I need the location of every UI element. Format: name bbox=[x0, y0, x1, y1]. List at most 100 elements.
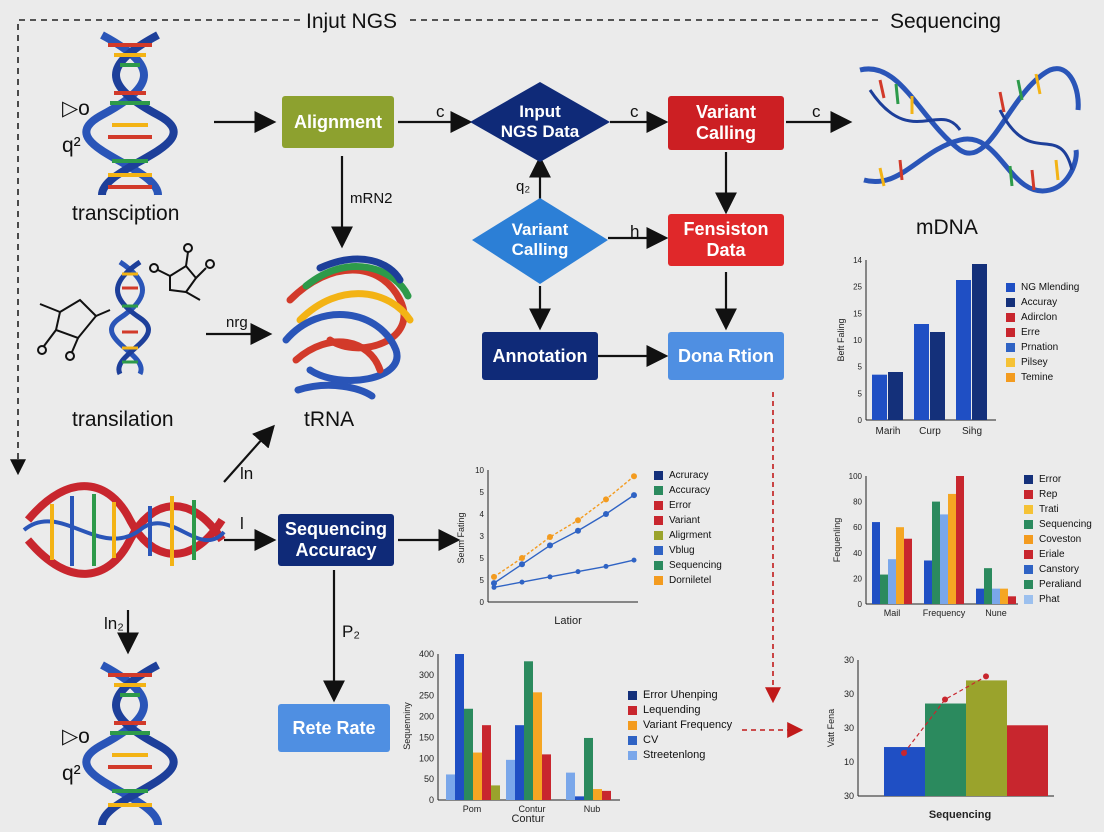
legend-label: Canstory bbox=[1039, 564, 1080, 575]
bar bbox=[976, 588, 984, 604]
x-tick-label: Frequency bbox=[923, 608, 966, 618]
legend-swatch bbox=[1024, 475, 1033, 484]
data-point bbox=[575, 527, 581, 534]
bottom-helix-symbol-2: q² bbox=[62, 762, 81, 785]
bar bbox=[992, 588, 1000, 604]
data-point bbox=[942, 696, 948, 703]
data-point bbox=[547, 542, 553, 549]
y-axis-label: Seum Fating bbox=[456, 512, 466, 563]
annotation-box[interactable]: Annotation bbox=[482, 332, 598, 380]
molecule-structure bbox=[37, 243, 215, 361]
bar bbox=[948, 493, 956, 604]
legend-item: Rep bbox=[1024, 487, 1092, 502]
legend-label: Sequencing bbox=[1039, 519, 1092, 530]
bar bbox=[956, 280, 971, 420]
y-axis-label: Beft Faling bbox=[836, 318, 846, 361]
legend-label: Error Uhenping bbox=[643, 689, 718, 701]
y-tick-label: 3 bbox=[480, 532, 485, 541]
legend-label: Prnation bbox=[1021, 342, 1059, 353]
x-tick-label: Marih bbox=[875, 426, 900, 437]
mdna-caption: mDNA bbox=[916, 216, 978, 239]
bar bbox=[1008, 596, 1016, 604]
data-point bbox=[575, 569, 581, 575]
legend-item: Acruracy bbox=[654, 468, 722, 483]
header-left: Injut NGS bbox=[300, 10, 404, 34]
legend-label: Phat bbox=[1039, 594, 1060, 605]
y-tick-label: 100 bbox=[419, 753, 434, 763]
legend-swatch bbox=[654, 516, 663, 525]
x-tick-label: Sihg bbox=[962, 426, 982, 437]
bar bbox=[533, 692, 542, 800]
dna-helix-bottom bbox=[82, 661, 178, 826]
bar bbox=[956, 476, 964, 604]
data-point bbox=[575, 517, 581, 524]
top-helix-caption: transciption bbox=[72, 202, 180, 225]
legend-swatch bbox=[1006, 373, 1015, 382]
legend-item: Streetenlong bbox=[628, 748, 732, 763]
arrow-label-ln: ln bbox=[240, 464, 254, 483]
y-tick-label: 300 bbox=[419, 670, 434, 680]
legend-label: Vblug bbox=[669, 545, 695, 556]
bar bbox=[464, 708, 473, 800]
arrow-label-c1: c bbox=[436, 102, 445, 121]
bar bbox=[888, 559, 896, 604]
bar bbox=[491, 785, 500, 800]
top-helix-symbol-2: q² bbox=[62, 134, 81, 157]
legend-swatch bbox=[654, 576, 663, 585]
legend-item: Variant bbox=[654, 513, 722, 528]
y-tick-label: 10 bbox=[853, 336, 862, 345]
legend-swatch bbox=[654, 531, 663, 540]
legend-item: Temine bbox=[1006, 370, 1079, 385]
legend-swatch bbox=[654, 546, 663, 555]
series-line bbox=[493, 494, 635, 584]
bar bbox=[602, 790, 611, 800]
arrow-label-c3: c bbox=[812, 102, 821, 121]
bar bbox=[455, 654, 464, 800]
rete-rate-box[interactable]: Rete Rate bbox=[278, 704, 390, 752]
y-tick-label: 5 bbox=[858, 363, 863, 372]
bar bbox=[932, 501, 940, 604]
legend-swatch bbox=[654, 561, 663, 570]
y-tick-label: 25 bbox=[853, 283, 862, 292]
data-point bbox=[603, 563, 609, 569]
arrow-label-c2: c bbox=[630, 102, 639, 121]
y-tick-label: 100 bbox=[849, 472, 863, 481]
dna-helix-small bbox=[109, 259, 151, 376]
bar bbox=[566, 772, 575, 800]
legend-label: Trati bbox=[1039, 504, 1059, 515]
legend-swatch bbox=[1024, 550, 1033, 559]
legend-label: Acruracy bbox=[669, 470, 709, 481]
legend-item: Coveston bbox=[1024, 532, 1092, 547]
dona-rtion-box[interactable]: Dona Rtion bbox=[668, 332, 784, 380]
y-tick-label: 30 bbox=[844, 655, 854, 665]
legend-swatch bbox=[628, 751, 637, 760]
legend-label: CV bbox=[643, 734, 659, 746]
series-line bbox=[493, 475, 635, 578]
data-point bbox=[519, 555, 525, 561]
y-tick-label: 5 bbox=[480, 488, 485, 497]
legend-label: Lequending bbox=[643, 704, 701, 716]
y-tick-label: 40 bbox=[853, 549, 862, 558]
legend-label: Error bbox=[1039, 474, 1062, 485]
data-point bbox=[603, 496, 609, 503]
bar bbox=[506, 759, 515, 800]
y-tick-label: 0 bbox=[480, 598, 485, 607]
y-tick-label: 5 bbox=[858, 389, 863, 398]
variant-calling-diamond bbox=[472, 198, 608, 284]
bar bbox=[872, 374, 887, 420]
legend-swatch bbox=[1024, 520, 1033, 529]
bar bbox=[1007, 725, 1048, 796]
legend-label: NG Mlending bbox=[1021, 282, 1080, 293]
alignment-box[interactable]: Alignment bbox=[282, 96, 394, 148]
data-point bbox=[547, 534, 553, 541]
y-tick-label: 400 bbox=[419, 649, 434, 659]
